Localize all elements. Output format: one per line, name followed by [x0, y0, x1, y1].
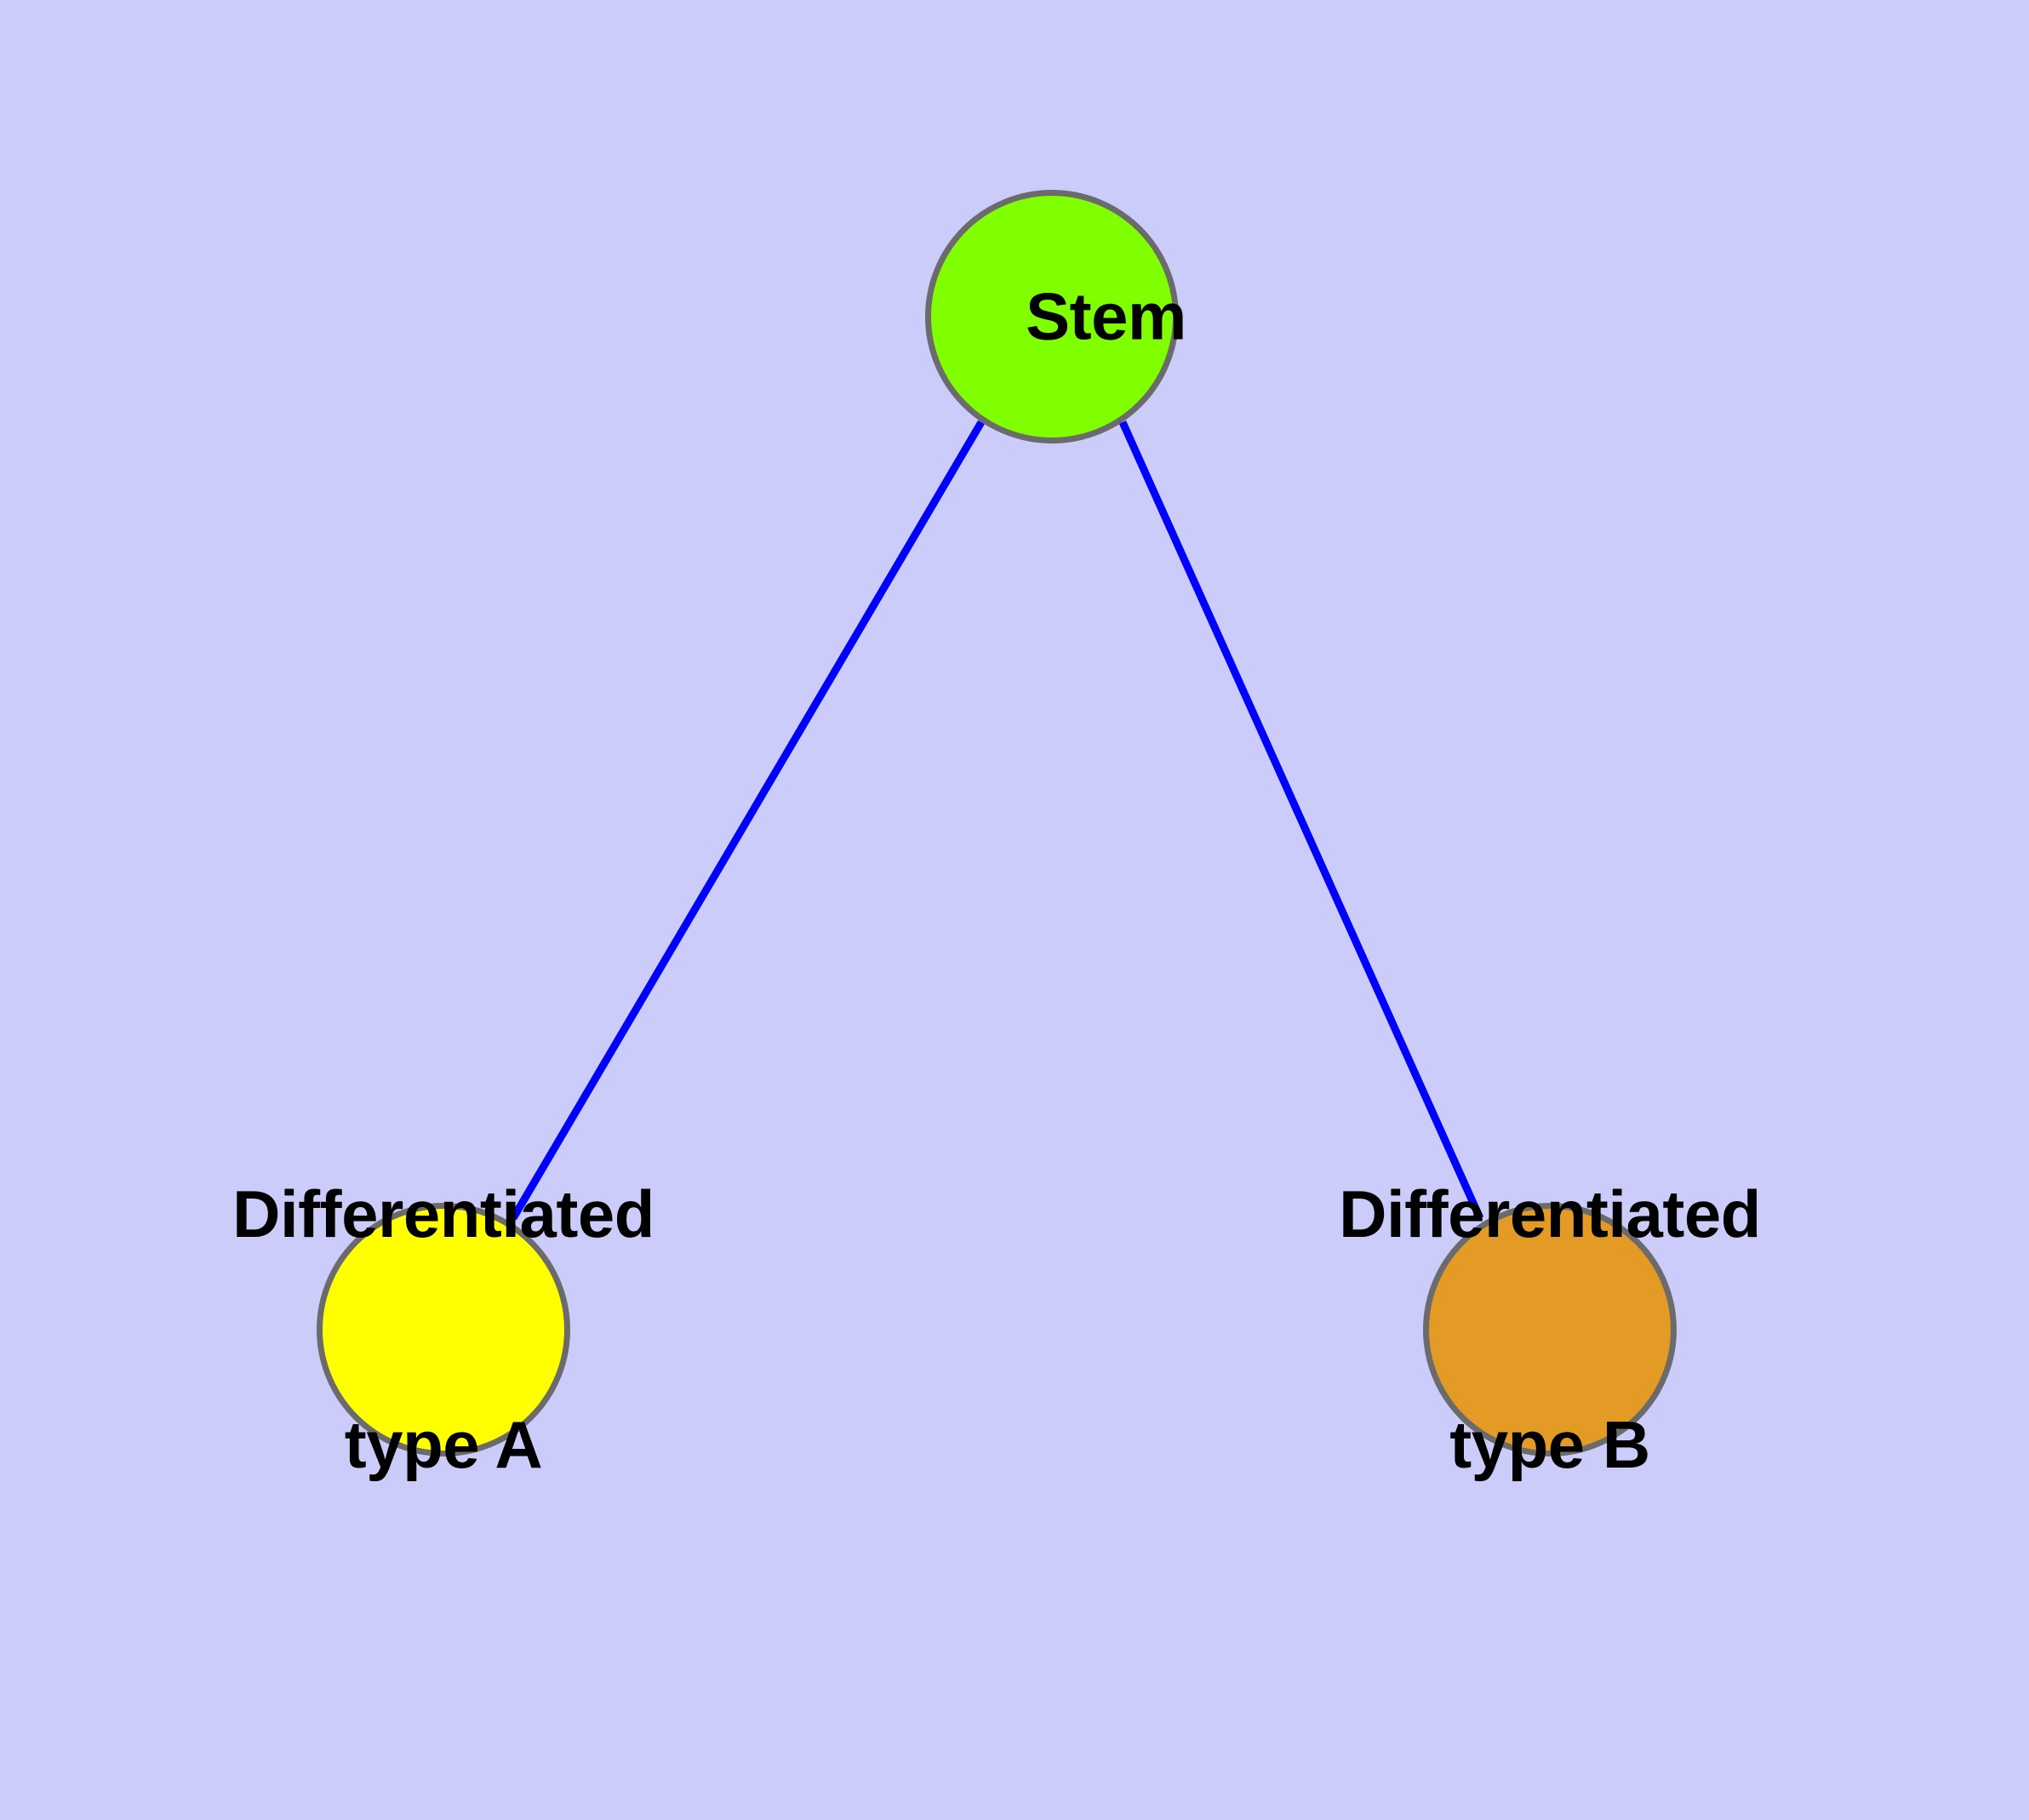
node-differentiated-type-a-circle[interactable] [317, 1203, 570, 1457]
edge-stem-to-differentiated-a[interactable] [510, 420, 985, 1221]
node-differentiated-type-b-circle[interactable] [1423, 1203, 1677, 1457]
node-stem-circle[interactable] [925, 190, 1179, 444]
edge-stem-to-differentiated-b[interactable] [1118, 421, 1484, 1220]
